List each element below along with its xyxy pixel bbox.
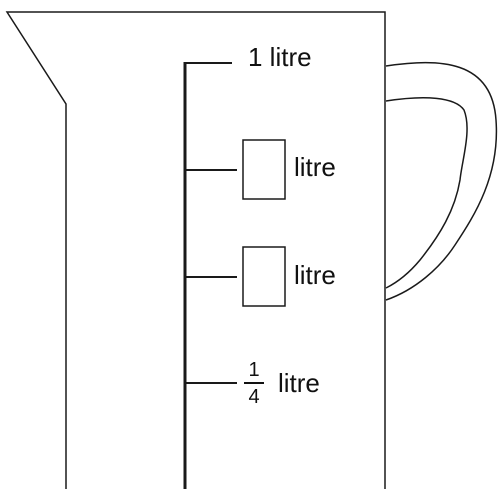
answer-box-lower (242, 246, 286, 307)
label-upper-litre: litre (294, 152, 336, 182)
fraction-bar (244, 382, 264, 384)
label-quarter-litre: litre (278, 368, 320, 398)
jug-outline (5, 11, 386, 489)
label-1-litre: 1 litre (248, 42, 312, 72)
fraction-one-quarter: 1 4 (243, 360, 265, 407)
fraction-denominator: 4 (248, 386, 260, 408)
jug-handle-inner (385, 97, 468, 289)
label-lower-litre: litre (294, 260, 336, 290)
fraction-numerator: 1 (248, 359, 260, 381)
answer-box-upper (242, 139, 286, 200)
jug-handle (385, 61, 498, 301)
